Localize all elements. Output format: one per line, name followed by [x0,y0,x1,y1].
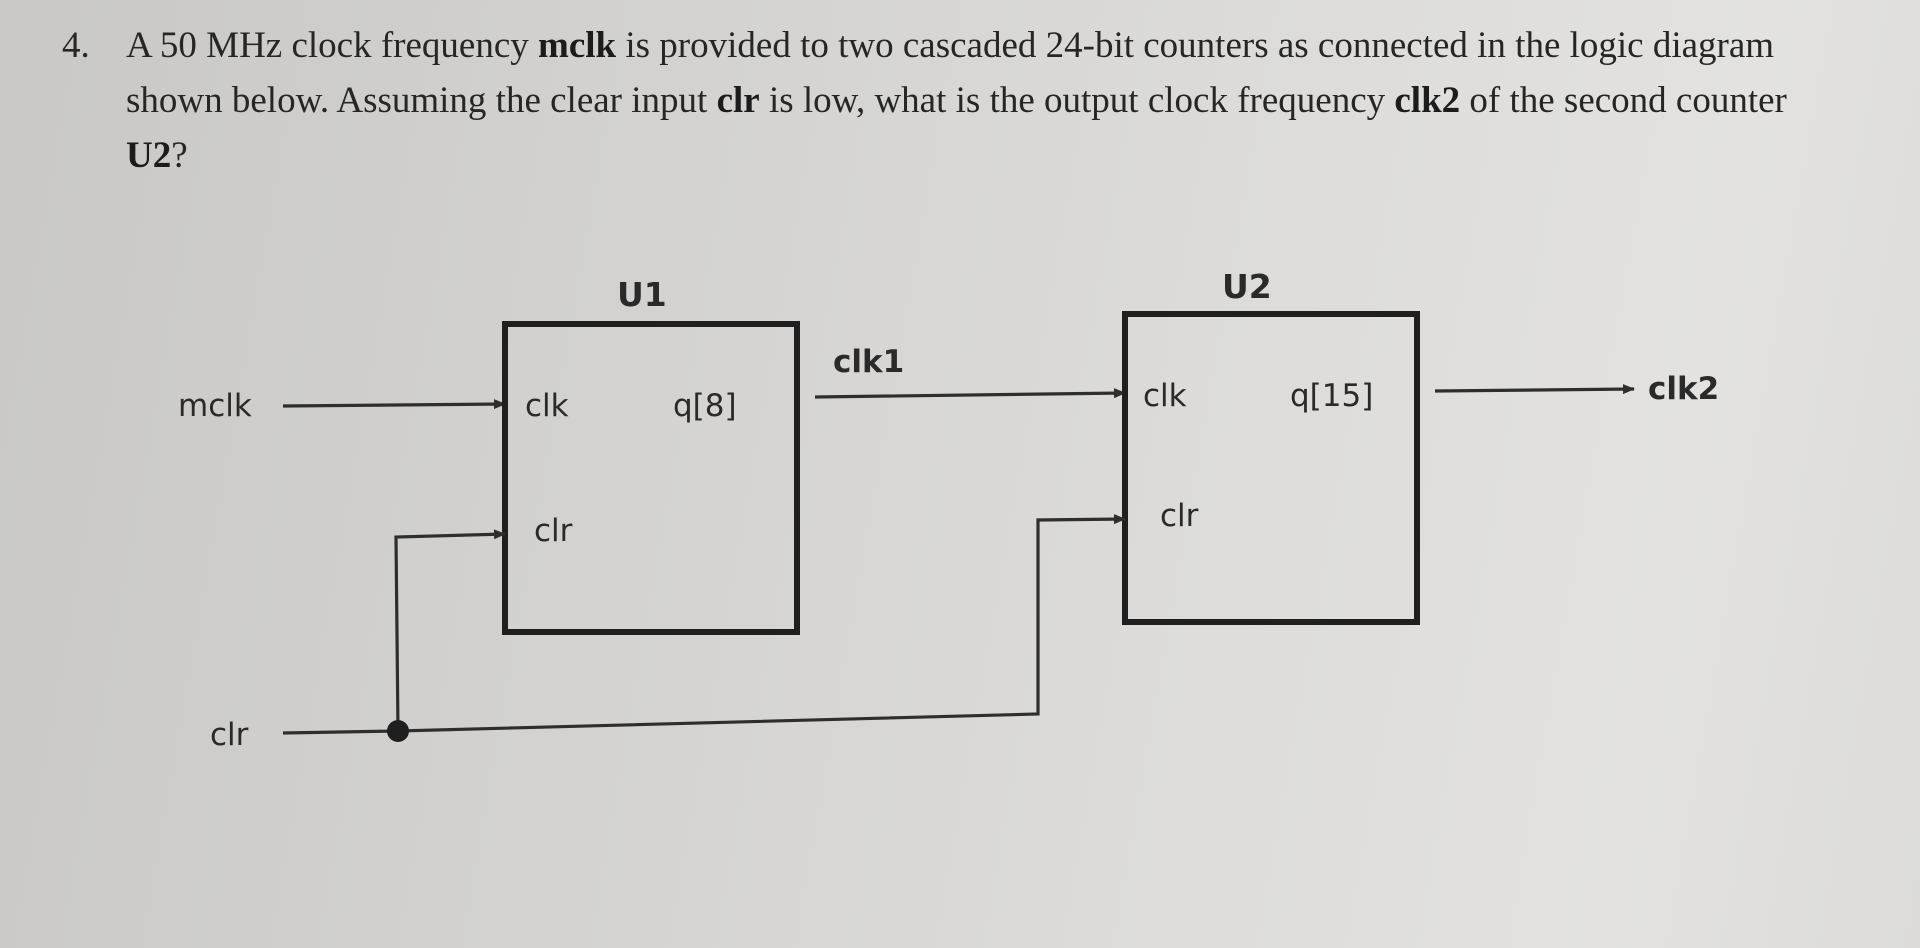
clr-input-label: clr [210,717,249,753]
u2-clr-pin-label: clr [1160,498,1199,534]
question-text-run: is low, what is the output clock frequen… [759,80,1395,121]
mclk-wire [282,399,506,410]
question-text-run: ? [171,135,188,176]
clr-to-u2-wire [397,514,1126,733]
question-keyword: mclk [538,25,617,66]
clk2-wire [1434,384,1635,395]
question-text-run: A 50 MHz clock frequency [126,25,539,66]
clr-input-wire [282,729,399,735]
u2-counter-block [1122,311,1420,625]
question-keyword: U2 [126,135,172,176]
u1-clk-pin-label: clk [525,388,569,424]
question-number: 4. [62,25,90,66]
u1-counter-block [502,321,800,635]
clk1-wire [814,388,1126,399]
question-text: A 50 MHz clock frequency mclk is provide… [126,18,1842,183]
mclk-input-label: mclk [178,388,252,424]
question-text-run: is provided to two cascaded 24-bit count… [126,25,1775,121]
u2-title: U2 [1222,267,1272,306]
u1-out-pin-label: q[8] [673,388,737,424]
clr-to-u1-wire [394,529,506,732]
clr-junction-dot [387,720,409,742]
clk2-output-label: clk2 [1648,371,1719,407]
u1-title: U1 [617,275,667,314]
question-keyword: clr [716,80,760,121]
u1-clr-pin-label: clr [534,513,573,549]
u2-clk-pin-label: clk [1143,378,1187,414]
u2-out-pin-label: q[15] [1290,378,1373,414]
question-keyword: clk2 [1394,80,1461,121]
clk1-net-label: clk1 [833,344,904,380]
question-block: 4. A 50 MHz clock frequency mclk is prov… [62,18,1842,183]
question-text-run: of the second counter [1460,80,1787,121]
